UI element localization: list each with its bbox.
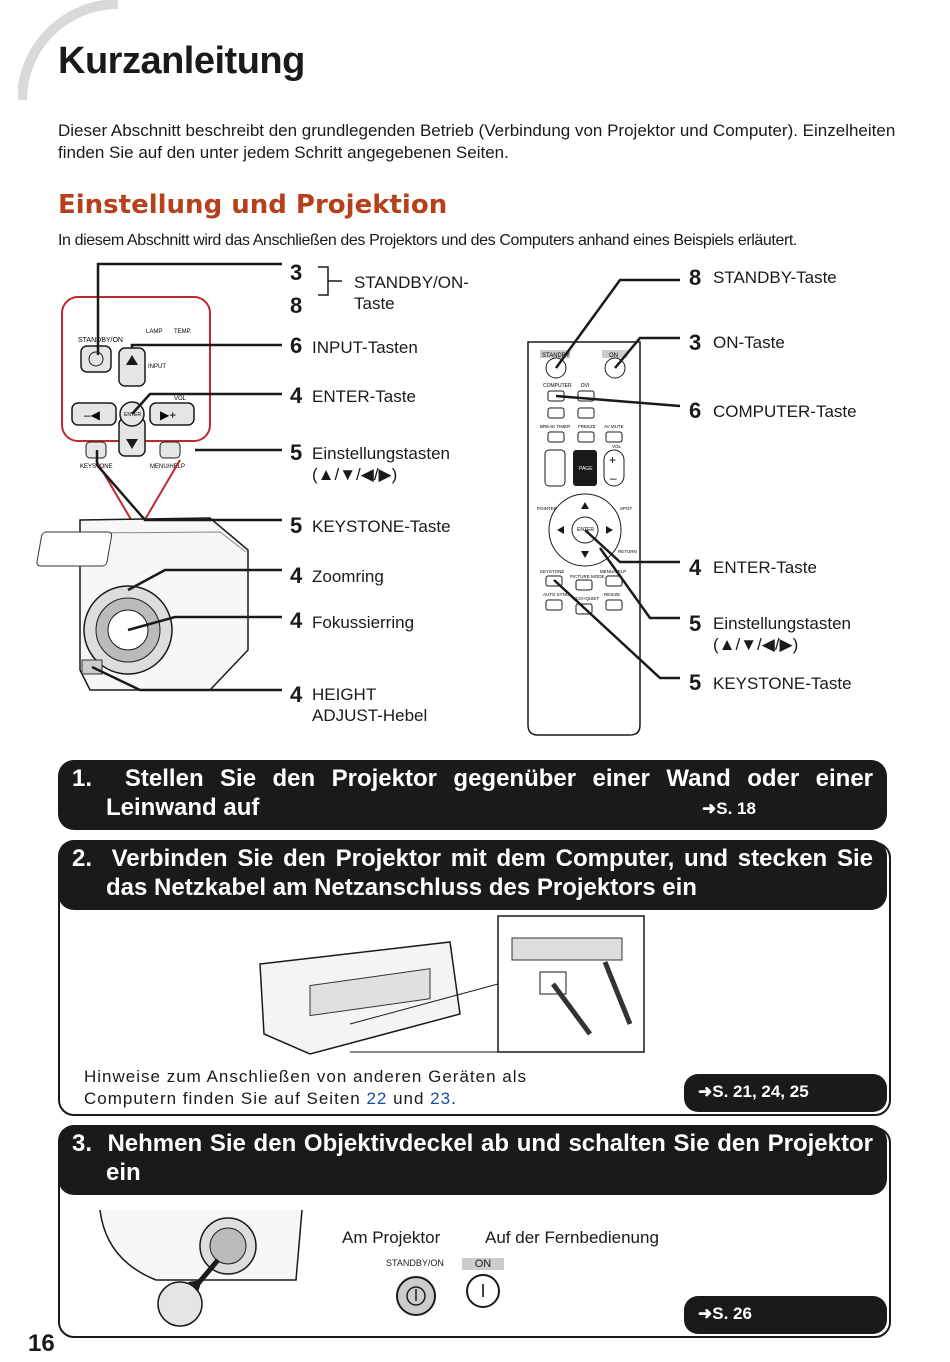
on-caption: ON: [462, 1258, 504, 1270]
section-subtitle: In diesem Abschnitt wird das Anschließen…: [58, 232, 797, 249]
label-num-4: 4: [290, 563, 303, 588]
page-number: 16: [28, 1330, 55, 1357]
arrow-right-icon: ➜: [702, 799, 717, 818]
panel-input-label: INPUT: [148, 364, 166, 370]
label-num-3-8: 3 8: [290, 260, 303, 318]
remote-pointer-label: POINTER: [537, 506, 558, 511]
panel-standby-label: STANDBY/ON: [78, 337, 123, 344]
panel-temp-label: TEMP.: [174, 329, 192, 335]
label-num-6: 6: [689, 398, 702, 423]
step-2-ref[interactable]: ➜S. 21, 24, 25: [684, 1074, 887, 1112]
label-num-5: 5: [689, 611, 702, 636]
label-keystone: KEYSTONE-Taste: [312, 517, 451, 536]
remote-menu-label: MENU/HELP: [600, 569, 626, 574]
step-3-header: 3. Nehmen Sie den Objektivdeckel ab und …: [58, 1125, 887, 1195]
remote-break-timer-label: BREAK TIMER: [540, 424, 571, 429]
connection-illustration: [259, 915, 645, 1055]
arrow-right-icon: ➜: [698, 1304, 713, 1323]
remote-page-label: PAGE: [579, 466, 593, 472]
panel-right-button: [149, 402, 195, 426]
label-num-5: 5: [689, 670, 702, 695]
projector-leader-lines: [91, 262, 342, 692]
label-num-4: 4: [290, 682, 303, 707]
page-title: Kurzanleitung: [58, 40, 305, 82]
panel-menu-button: [159, 441, 181, 459]
label-num-8: 8: [689, 265, 702, 290]
remote-vol-label: VOL: [612, 444, 622, 449]
label-remote-on: ON-Taste: [713, 333, 785, 352]
arrow-right-icon: ➜: [698, 1082, 713, 1101]
panel-up-button: [118, 347, 146, 387]
panel-keystone-label: KEYSTONE: [80, 464, 113, 470]
remote-spot-label: SPOT: [620, 506, 633, 511]
step-2-note: Hinweise zum Anschließen von anderen Ger…: [84, 1067, 527, 1108]
label-height-adjust: HEIGHT ADJUST-Hebel: [312, 685, 428, 725]
step-2-header: 2. Verbinden Sie den Projektor mit dem C…: [58, 840, 887, 910]
projector-illustration: [36, 517, 249, 691]
svg-text:▶+: ▶+: [160, 408, 176, 422]
at-projector-label: Am Projektor: [342, 1228, 441, 1247]
remote-dvi-label: DVI: [581, 383, 589, 389]
remote-leader-lines: [553, 278, 681, 680]
remote-return-label: RETURN: [618, 549, 637, 554]
label-input: INPUT-Tasten: [312, 338, 418, 357]
at-remote-label: Auf der Fernbedienung: [485, 1228, 659, 1247]
remote-computer-label: COMPUTER: [543, 383, 572, 389]
panel-menu-label: MENU/HELP: [150, 464, 185, 470]
standby-on-button[interactable]: [396, 1276, 436, 1316]
step-3-ref[interactable]: ➜S. 26: [684, 1296, 887, 1334]
remote-on-label: ON: [609, 353, 618, 359]
remote-keystone-label: KEYSTONE: [540, 569, 564, 574]
label-remote-standby: STANDBY-Taste: [713, 268, 837, 287]
lens-cap-illustration: [99, 1209, 303, 1327]
svg-text:+: +: [609, 453, 616, 467]
link-page-22[interactable]: 22: [366, 1089, 388, 1108]
intro-text: Dieser Abschnitt beschreibt den grundleg…: [58, 121, 896, 162]
label-remote-computer: COMPUTER-Taste: [713, 402, 857, 421]
svg-text:–: –: [610, 471, 617, 485]
projector-control-panel: STANDBY/ON LAMP TEMP. INPUT VOL –◀ ▶+ EN…: [61, 296, 211, 470]
diagram: STANDBY/ON LAMP TEMP. INPUT VOL –◀ ▶+ EN…: [36, 262, 681, 736]
standby-on-caption: STANDBY/ON: [386, 1258, 444, 1268]
power-icon: [406, 1286, 426, 1306]
step-1-header: 1. Stellen Sie den Projektor gegenüber e…: [58, 760, 887, 830]
remote-av-mute-label: AV MUTE: [604, 424, 624, 429]
remote-freeze-label: FREEZE: [578, 424, 596, 429]
section-title: Einstellung und Projektion: [58, 190, 448, 220]
remote-standby-label: STANDBY: [542, 353, 570, 359]
label-num-5: 5: [290, 513, 303, 538]
label-standby-on: STANDBY/ON- Taste: [354, 273, 469, 313]
svg-text:–◀: –◀: [84, 408, 101, 422]
link-page-23[interactable]: 23: [430, 1089, 452, 1108]
panel-vol-label: VOL: [174, 396, 187, 402]
remote-picture-mode-label: PICTURE MODE: [570, 574, 605, 579]
label-remote-keystone: KEYSTONE-Taste: [713, 674, 852, 693]
label-remote-enter: ENTER-Taste: [713, 558, 817, 577]
label-num-3: 3: [689, 330, 702, 355]
panel-enter-label: ENTER: [124, 412, 141, 418]
panel-lamp-label: LAMP: [146, 329, 162, 335]
panel-left-button: [71, 402, 117, 426]
label-zoom: Zoomring: [312, 567, 384, 586]
step-1-ref[interactable]: ➜S. 18: [702, 799, 756, 818]
corner-decoration: [18, 0, 119, 101]
label-adjust-keys: Einstellungstasten (▲/▼/◀/▶): [312, 444, 450, 484]
remote-auto-sync-label: AUTO SYNC: [543, 592, 570, 597]
label-focus: Fokussierring: [312, 613, 415, 632]
on-button[interactable]: I: [466, 1274, 500, 1308]
label-num-6: 6: [290, 333, 303, 358]
label-num-5: 5: [290, 440, 303, 465]
remote-resize-label: RESIZE: [604, 592, 620, 597]
label-enter: ENTER-Taste: [312, 387, 416, 406]
remote-eco-quiet-label: ECO+QUIET: [573, 596, 599, 601]
label-num-4: 4: [689, 555, 702, 580]
panel-standby-button: [80, 345, 112, 373]
label-num-4: 4: [290, 608, 303, 633]
label-num-4: 4: [290, 383, 303, 408]
label-remote-adjust-keys: Einstellungstasten (▲/▼/◀/▶): [713, 614, 851, 654]
